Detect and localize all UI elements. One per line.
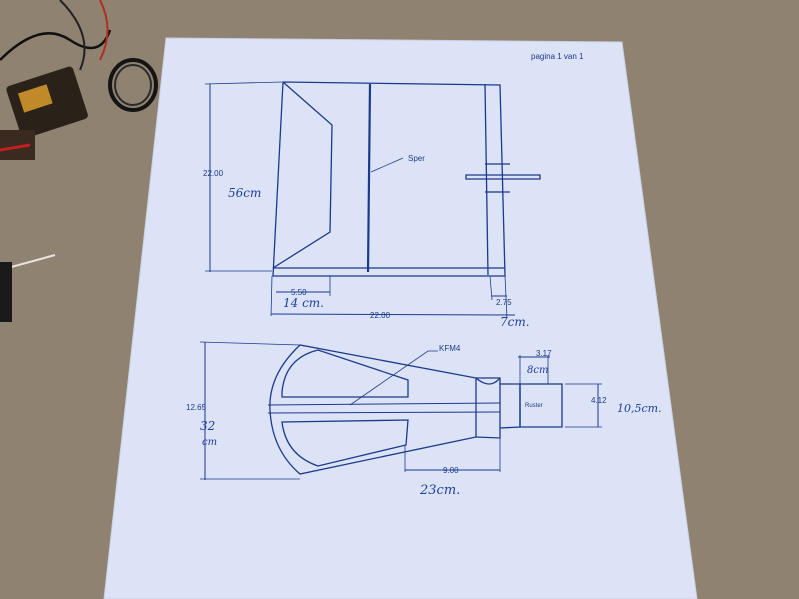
- spar-label: Sper: [408, 154, 425, 163]
- nose-note-handwritten: 8cm: [527, 365, 548, 376]
- top-view-drawing: [204, 81, 541, 319]
- right-dimension-label: 2.75: [496, 298, 512, 307]
- left-note-handwritten: 14 cm.: [283, 296, 324, 310]
- bottom-view-drawing: [199, 341, 602, 480]
- bottom-height-label: 12.65: [186, 403, 207, 412]
- electronics-board: [0, 0, 112, 160]
- box-dimension-label: 4.12: [591, 396, 607, 405]
- upper-cutout: [281, 349, 409, 398]
- paper-sheet: [104, 38, 697, 599]
- cable-left: [0, 254, 56, 322]
- wing-outline: [269, 344, 477, 475]
- bottom-dimension-label: 9.00: [443, 466, 459, 475]
- height-dimension-label: 22.00: [203, 169, 224, 178]
- page-header: pagina 1 van 1: [531, 52, 584, 61]
- total-width-label: 22.00: [370, 311, 391, 320]
- nose-dimension-label: 3.17: [536, 349, 552, 358]
- lower-cutout: [281, 419, 409, 467]
- bottom-height-note: 32: [200, 419, 215, 433]
- paper-edge: [103, 37, 698, 599]
- right-note-handwritten: 7cm.: [500, 315, 530, 329]
- spar-line: [366, 83, 372, 273]
- bottom-height-unit: cm: [202, 437, 217, 448]
- box-note-handwritten: 10,5cm.: [617, 402, 662, 415]
- rubber-o-ring: [108, 58, 158, 112]
- top-view-crossbar: [465, 174, 541, 180]
- bottom-note-handwritten: 23cm.: [419, 483, 460, 498]
- height-note-handwritten: 56cm: [228, 186, 261, 200]
- ruster-label: Ruster: [525, 403, 543, 409]
- kfm4-label: KFM4: [439, 344, 461, 353]
- left-dimension-label: 5.50: [291, 288, 307, 297]
